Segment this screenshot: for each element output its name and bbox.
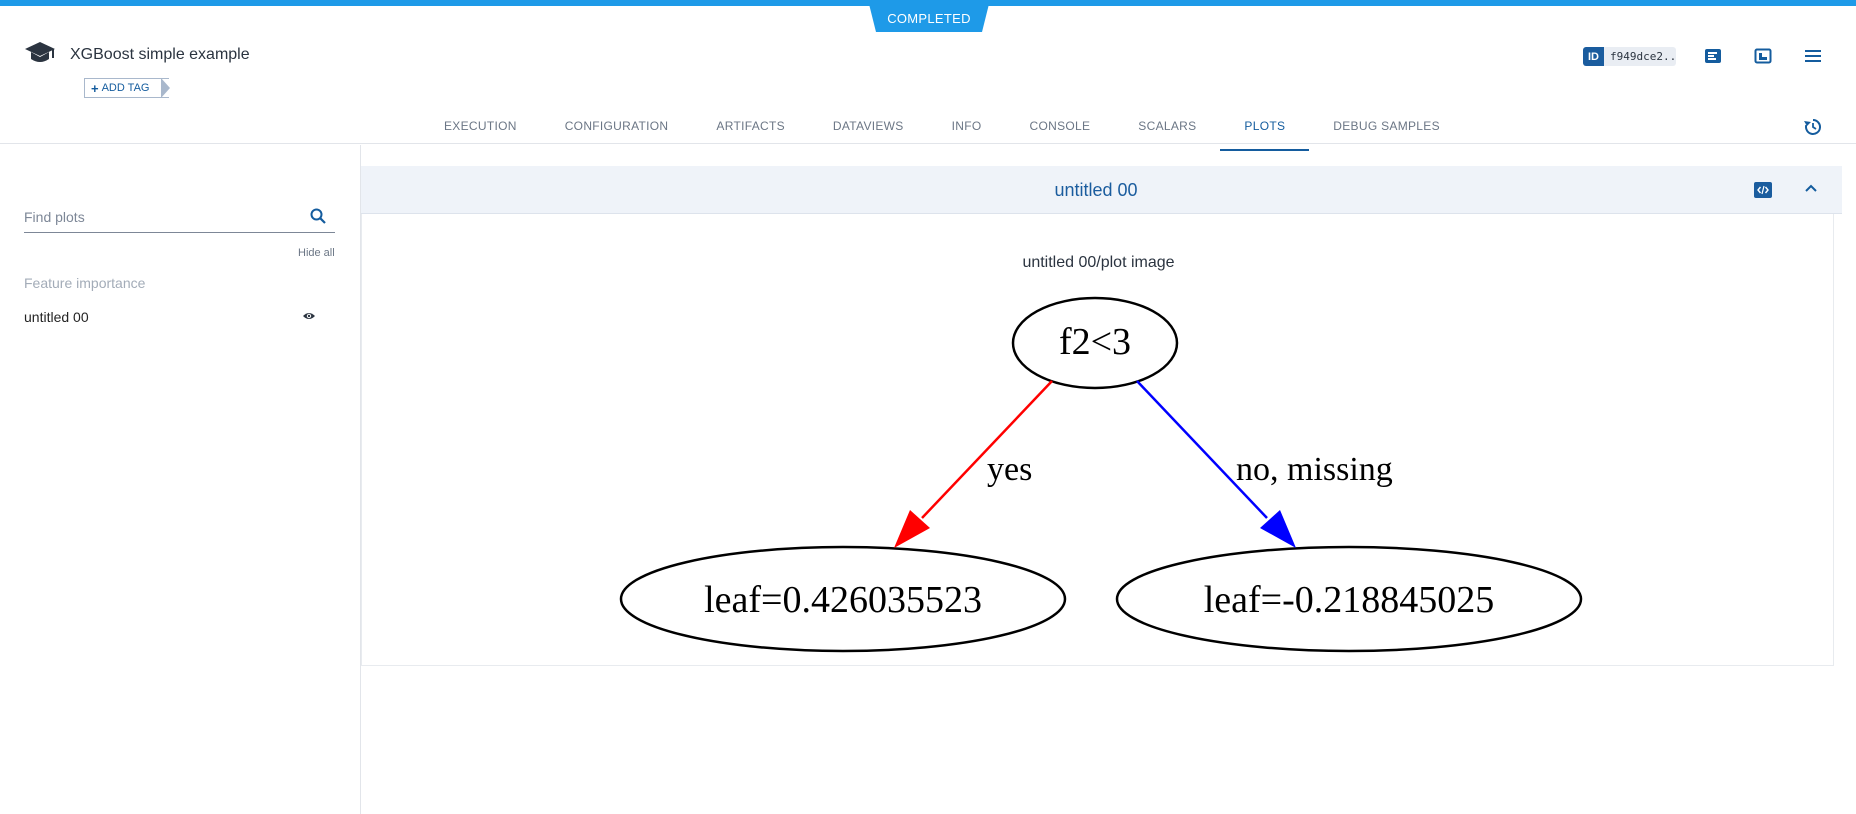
task-title: XGBoost simple example [70, 46, 250, 63]
task-id-badge[interactable]: ID f949dce2... [1583, 47, 1676, 66]
task-tabs: EXECUTION CONFIGURATION ARTIFACTS DATAVI… [420, 106, 1464, 151]
plot-panel: untitled 00/plot image f2<3 leaf=0.42603… [361, 214, 1834, 666]
status-badge: COMPLETED [868, 0, 990, 32]
tree-edge-no-arrowhead [1260, 510, 1296, 548]
tree-left-leaf [619, 545, 1067, 653]
search-input[interactable] [24, 207, 294, 227]
list-item[interactable]: untitled 00 [24, 305, 324, 329]
tree-edge-no-label: no, missing [1236, 451, 1393, 488]
tree-edge-yes-label: yes [987, 451, 1032, 488]
status-badge-shape [868, 0, 990, 32]
embed-code-button[interactable] [1754, 182, 1772, 198]
task-header: XGBoost simple example + ADD TAG ID f949… [0, 6, 1856, 151]
group-label[interactable]: Feature importance [24, 275, 146, 291]
tree-root-label: f2<3 [1059, 321, 1131, 363]
graduation-cap-icon [25, 42, 55, 62]
decision-tree-image[interactable]: f2<3 leaf=0.426035523 leaf=-0.218845025 … [362, 214, 1835, 666]
tab-scalars[interactable]: SCALARS [1138, 119, 1197, 133]
plus-icon: + [91, 80, 99, 96]
add-tag-label: ADD TAG [101, 82, 150, 94]
search-icon[interactable] [309, 207, 327, 225]
tree-right-leaf-label: leaf=-0.218845025 [1204, 579, 1495, 621]
id-value: f949dce2... [1604, 47, 1676, 66]
tree-edge-no [1136, 380, 1268, 519]
code-icon [1757, 185, 1769, 195]
plot-image-title: untitled 00/plot image [1022, 254, 1175, 271]
details-panel-icon [1705, 49, 1721, 63]
tab-plots[interactable]: PLOTS [1220, 106, 1310, 151]
hide-all-button[interactable]: Hide all [298, 247, 335, 259]
plots-sidebar: Hide all Feature importance untitled 00 [0, 145, 361, 814]
tab-execution[interactable]: EXECUTION [444, 119, 517, 133]
tree-right-leaf [1115, 545, 1583, 653]
tree-root-node [1011, 296, 1179, 390]
auto-refresh-icon[interactable] [1803, 117, 1823, 137]
layout-toggle-button[interactable] [1752, 46, 1774, 66]
tree-edge-yes-arrowhead [894, 510, 930, 548]
add-tag-button[interactable]: + ADD TAG [84, 78, 171, 98]
status-label: COMPLETED [887, 11, 971, 26]
info-panel-button[interactable] [1702, 46, 1724, 66]
id-label: ID [1583, 47, 1604, 66]
tab-info[interactable]: INFO [951, 119, 982, 133]
tab-configuration[interactable]: CONFIGURATION [564, 119, 669, 133]
tab-artifacts[interactable]: ARTIFACTS [716, 119, 785, 133]
eye-icon[interactable] [302, 311, 316, 321]
plot-section-title: untitled 00 [1054, 180, 1138, 200]
hamburger-menu-icon [1805, 50, 1821, 62]
tab-debug-samples[interactable]: DEBUG SAMPLES [1333, 119, 1440, 133]
tree-edge-yes [921, 380, 1053, 519]
layout-toggle-icon [1754, 48, 1772, 64]
tree-left-leaf-label: leaf=0.426035523 [704, 579, 982, 621]
chevron-up-icon[interactable] [1802, 180, 1820, 198]
tab-dataviews[interactable]: DATAVIEWS [832, 119, 904, 133]
tab-console[interactable]: CONSOLE [1029, 119, 1091, 133]
plot-section-header: untitled 00 [361, 166, 1842, 214]
plot-search [24, 201, 335, 233]
plot-item-label: untitled 00 [24, 309, 89, 325]
menu-button[interactable] [1802, 46, 1824, 66]
